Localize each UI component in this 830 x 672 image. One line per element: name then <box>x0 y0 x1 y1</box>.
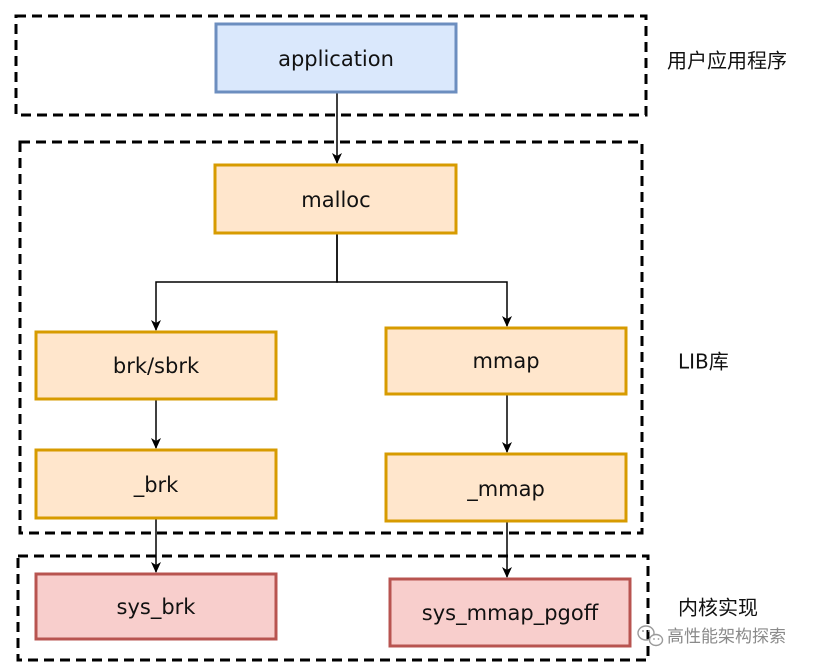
node-sys-brk: sys_brk <box>34 572 278 641</box>
node-label-application: application <box>278 47 394 71</box>
node-box-mmap <box>384 326 628 396</box>
node-malloc: malloc <box>213 163 458 235</box>
node-label-mmap: mmap <box>472 349 539 373</box>
edge-malloc-mmap <box>336 233 512 327</box>
node-box-malloc <box>213 163 458 235</box>
node-brk-sbrk: brk/sbrk <box>34 330 278 401</box>
layer-box-kernel <box>16 554 650 662</box>
node-label-brk-sbrk: brk/sbrk <box>113 354 200 378</box>
node-label-sys-brk: sys_brk <box>117 595 197 620</box>
node-label-brk-inner: _brk <box>133 473 179 498</box>
edges <box>151 92 512 578</box>
layer-box-lib <box>18 140 644 535</box>
node-box-sys-brk <box>34 572 278 641</box>
node-label-mmap-inner: _mmap <box>466 477 545 502</box>
node-sys-mmap-pgoff: sys_mmap_pgoff <box>388 577 632 648</box>
layer-box-app <box>14 14 648 117</box>
layer-label-app: 用户应用程序 <box>667 49 787 73</box>
edge-malloc-brk-sbrk <box>151 233 338 331</box>
node-label-sys-mmap-pgoff: sys_mmap_pgoff <box>422 601 599 626</box>
node-mmap-inner: _mmap <box>384 452 628 523</box>
node-box-application <box>214 22 458 94</box>
node-mmap: mmap <box>384 326 628 396</box>
wechat-icon <box>637 625 664 647</box>
layer-label-lib: LIB库 <box>678 350 729 374</box>
node-brk-inner: _brk <box>34 448 278 520</box>
node-box-mmap-inner <box>384 452 628 523</box>
node-application: application <box>214 22 458 94</box>
watermark: 高性能架构探索 <box>637 625 786 647</box>
node-box-sys-mmap-pgoff <box>388 577 632 648</box>
node-box-brk-sbrk <box>34 330 278 401</box>
layer-label-kernel: 内核实现 <box>678 596 758 620</box>
node-label-malloc: malloc <box>301 188 370 212</box>
watermark-text: 高性能架构探索 <box>667 627 786 647</box>
node-box-brk-inner <box>34 448 278 520</box>
